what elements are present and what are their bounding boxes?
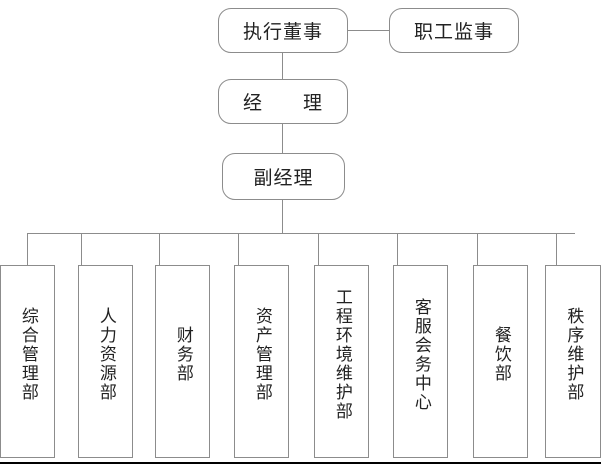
department-label: 餐饮部 (490, 326, 511, 383)
node-department-order-maintenance[interactable]: 秩序维护部 (545, 265, 601, 458)
node-department-engineering-environment[interactable]: 工程环境维护部 (314, 265, 369, 458)
department-label: 资产管理部 (251, 307, 272, 402)
department-label: 综合管理部 (17, 307, 38, 402)
connector-manager-to-deputy (282, 124, 283, 153)
node-staff-supervisor-label: 职工监事 (413, 21, 494, 43)
connector-deputy-to-bus (282, 200, 283, 233)
connector-stem-department-3 (238, 233, 239, 265)
node-executive-director[interactable]: 执行董事 (218, 8, 348, 53)
department-label: 人力资源部 (95, 307, 116, 402)
connector-stem-department-4 (318, 233, 319, 265)
node-department-general-admin[interactable]: 综合管理部 (0, 265, 55, 458)
bottom-divider (0, 462, 601, 464)
department-label: 秩序维护部 (563, 307, 584, 402)
node-department-human-resources[interactable]: 人力资源部 (78, 265, 133, 458)
connector-director-to-supervisor (348, 30, 389, 31)
connector-stem-department-6 (477, 233, 478, 265)
connector-stem-department-5 (397, 233, 398, 265)
department-label: 财务部 (172, 326, 193, 383)
node-department-finance[interactable]: 财务部 (155, 265, 210, 458)
node-department-catering[interactable]: 餐饮部 (473, 265, 528, 458)
connector-stem-department-1 (81, 233, 82, 265)
node-staff-supervisor[interactable]: 职工监事 (389, 8, 519, 53)
connector-stem-department-7 (556, 233, 557, 265)
node-deputy-manager-label: 副经理 (253, 167, 314, 189)
connector-stem-department-2 (159, 233, 160, 265)
department-label: 客服会务中心 (410, 297, 431, 412)
node-executive-director-label: 执行董事 (242, 21, 323, 43)
connector-director-to-manager (282, 53, 283, 79)
node-department-customer-service[interactable]: 客服会务中心 (393, 265, 448, 458)
node-department-asset-management[interactable]: 资产管理部 (234, 265, 289, 458)
node-manager-label: 经 理 (242, 92, 323, 114)
node-manager[interactable]: 经 理 (218, 79, 348, 124)
connector-stem-department-0 (27, 233, 28, 265)
department-label: 工程环境维护部 (331, 288, 352, 421)
connector-department-bus (27, 233, 575, 234)
node-deputy-manager[interactable]: 副经理 (222, 153, 345, 200)
